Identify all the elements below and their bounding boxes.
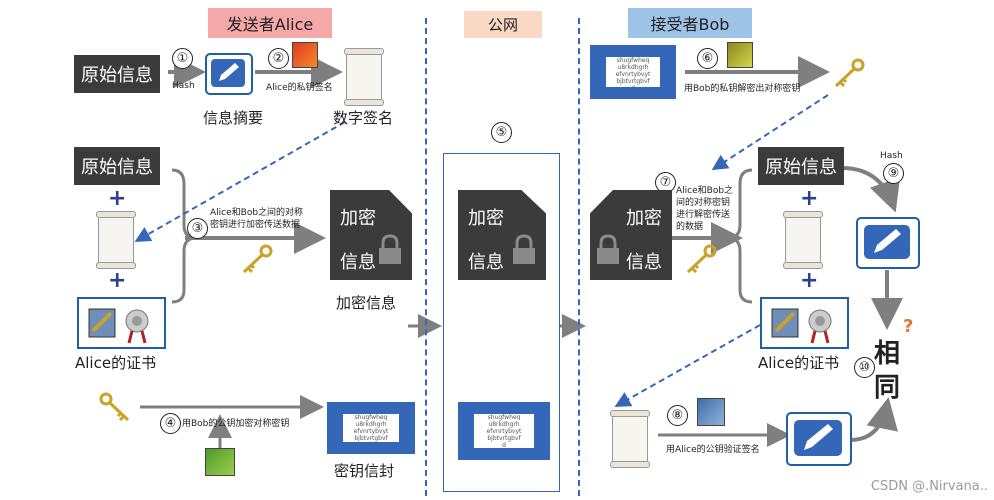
decrypt-note: Alice和Bob之 间的对称密钥 进行解密传送 的数据 <box>676 186 734 232</box>
header-sender: 发送者Alice <box>208 8 332 38</box>
receiver-cert-label: Alice的证书 <box>758 354 840 372</box>
pen-icon <box>864 225 910 259</box>
receiver-plus-1: + <box>800 186 819 211</box>
network-envelope-icon: shugfwheq u8rkdhgrh efvnrtybvyt bjbtvrtg… <box>458 402 550 460</box>
verify-pen-box <box>786 412 852 466</box>
hash-label: Hash <box>172 81 195 91</box>
receiver-envelope-icon: shugfwheq u8rkdhgrh efvnrtybvyt bjbtvrtg… <box>590 45 676 99</box>
verify-note: 用Alice的公钥验证签名 <box>666 445 760 455</box>
dash-key-to-decrypt <box>711 94 829 171</box>
encrypted-doc-word1: 加密 <box>340 208 376 229</box>
original-info-top: 原始信息 <box>74 55 160 93</box>
alice-cert-box <box>77 297 166 349</box>
alice-cert-label: Alice的证书 <box>75 354 157 372</box>
step-6: ⑥ <box>697 48 718 69</box>
signature-label: 数字签名 <box>333 109 394 127</box>
step-5: ⑤ <box>491 122 512 143</box>
encrypt-note: Alice和Bob之间的对称 密钥进行加密传送数据 <box>210 208 304 230</box>
alice-private-key-icon <box>292 42 318 68</box>
step-10: ⑩ <box>854 357 875 378</box>
alice-private-sign-note: Alice的私钥签名 <box>266 83 333 93</box>
digest-label: 信息摘要 <box>203 109 264 127</box>
encrypted-doc-word2: 信息 <box>340 252 376 273</box>
plus-sign-2: + <box>108 268 127 293</box>
receiver-encrypted-doc: 加密 信息 <box>590 190 672 280</box>
original-info-mid: 原始信息 <box>74 147 160 185</box>
same-line2: 同 <box>874 373 901 403</box>
lock-icon <box>513 234 535 264</box>
encrypted-doc: 加密 信息 <box>330 190 412 280</box>
header-network: 公网 <box>464 11 542 38</box>
step-8: ⑧ <box>667 405 688 426</box>
step-7: ⑦ <box>655 172 676 193</box>
step-3: ③ <box>187 218 208 239</box>
pen-icon <box>211 59 245 87</box>
key-icon <box>834 58 865 88</box>
receiver-doc-word2: 信息 <box>626 252 662 273</box>
key-envelope-icon: shugfwheq u8rkdhgrh efvnrtybvyt bjbtvrtg… <box>327 402 415 454</box>
network-doc-word1: 加密 <box>468 208 504 229</box>
key-icon <box>99 392 130 422</box>
receiver-brace <box>727 168 753 304</box>
bob-pubkey-note: 用Bob的公钥加密对称密钥 <box>182 419 290 429</box>
arrow-verify-up <box>849 397 898 442</box>
network-doc-word2: 信息 <box>468 252 504 273</box>
bob-public-key-icon <box>205 448 235 476</box>
watermark: CSDN @.Nirvana.. <box>870 479 988 494</box>
receiver-cert-box <box>760 297 849 349</box>
divider-left <box>425 18 427 496</box>
alice-public-key-icon <box>697 398 725 426</box>
question-icon: ? <box>903 316 914 337</box>
pen-icon <box>794 420 842 456</box>
receiver-plus-2: + <box>800 268 819 293</box>
step-9: ⑨ <box>883 163 904 184</box>
encrypted-info-label: 加密信息 <box>336 294 397 312</box>
plus-sign-1: + <box>108 186 127 211</box>
digest-pen-box <box>205 53 253 95</box>
signed-scroll-icon <box>96 211 136 269</box>
receiver-digest-box <box>856 217 920 269</box>
step-4: ④ <box>160 413 181 434</box>
dash-cert-to-verify <box>614 324 761 407</box>
lock-icon <box>597 234 619 264</box>
verify-scroll-icon <box>610 410 650 468</box>
receiver-doc-word1: 加密 <box>626 208 662 229</box>
envelope-label: 密钥信封 <box>334 462 395 480</box>
header-receiver: 接受者Bob <box>628 8 752 38</box>
signature-scroll-icon <box>344 48 384 106</box>
key-icon <box>242 244 273 274</box>
same-line1: 相 <box>874 339 901 369</box>
step-2: ② <box>268 48 289 69</box>
lock-icon <box>379 234 401 264</box>
network-encrypted-doc: 加密 信息 <box>458 190 546 280</box>
key-icon <box>686 244 717 274</box>
step-1: ① <box>172 48 193 69</box>
bob-private-note: 用Bob的私钥解密出对称密钥 <box>684 84 801 94</box>
receiver-scroll-icon <box>783 211 823 269</box>
receiver-hash-label: Hash <box>880 151 903 161</box>
bob-private-key-icon <box>727 42 753 68</box>
divider-right <box>578 18 580 496</box>
receiver-original-info: 原始信息 <box>758 147 844 185</box>
arrow-hash-recv <box>841 166 901 213</box>
